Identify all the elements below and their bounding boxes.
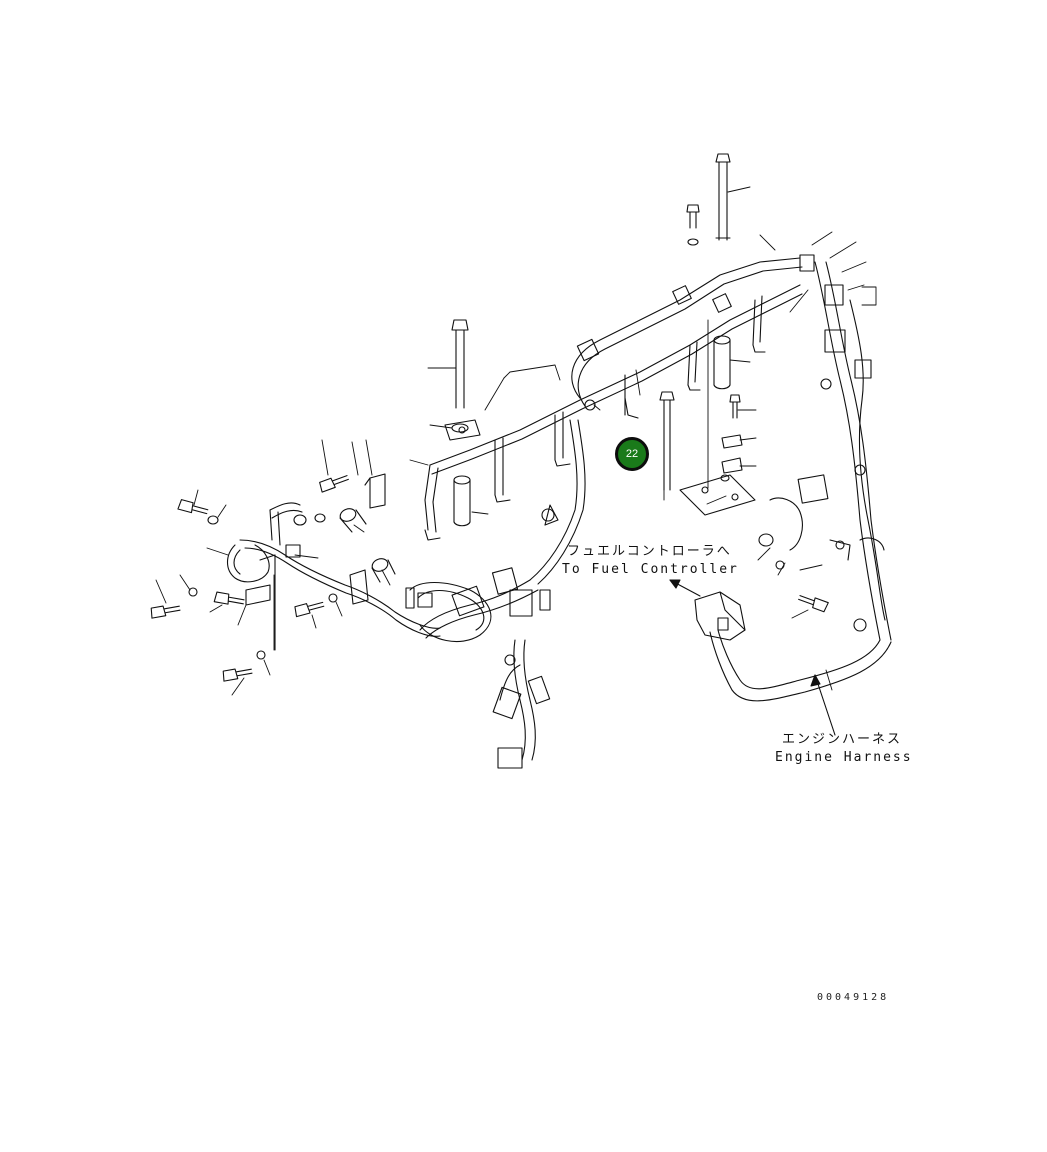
fuel-controller-label-jp: フュエルコントローラへ bbox=[567, 544, 732, 559]
engine-harness-label-en: Engine Harness bbox=[775, 750, 913, 765]
spacers bbox=[293, 335, 774, 583]
label-arrows bbox=[669, 579, 836, 736]
callout-badge[interactable]: 22 bbox=[615, 437, 649, 471]
brackets bbox=[245, 344, 766, 606]
harness-clamps bbox=[405, 254, 885, 769]
small-bolts bbox=[150, 474, 829, 682]
callout-number: 22 bbox=[625, 448, 639, 460]
leader-lines bbox=[155, 186, 877, 696]
main-harness bbox=[409, 257, 892, 761]
fuel-controller-connector bbox=[694, 591, 746, 641]
drawing-number: 00049128 bbox=[817, 992, 890, 1003]
left-sub-harness bbox=[226, 502, 441, 651]
engine-harness-label-jp: エンジンハーネス bbox=[782, 732, 903, 747]
fuel-controller-label-en: To Fuel Controller bbox=[562, 562, 739, 577]
